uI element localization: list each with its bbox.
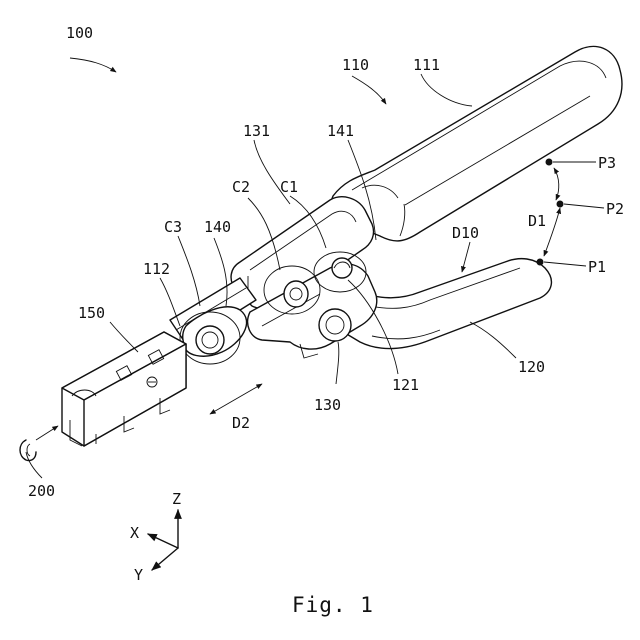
point-p1 [537,259,544,266]
label-200: 200 [28,482,55,500]
label-d10: D10 [452,224,479,242]
label-100: 100 [66,24,93,42]
label-c1: C1 [280,178,298,196]
arrow-110 [352,76,386,104]
pin-141 [332,258,352,278]
figure-caption: Fig. 1 [292,593,374,617]
label-130: 130 [314,396,341,414]
label-c3: C3 [164,218,182,236]
label-c2: C2 [232,178,250,196]
arrow-d1-upper [554,168,559,200]
label-110: 110 [342,56,369,74]
head-150 [62,332,186,446]
label-150: 150 [78,304,105,322]
axis-label-z: Z [172,490,181,508]
axis-label-y: Y [134,566,143,584]
label-112: 112 [143,260,170,278]
pin-130 [319,309,351,341]
axis-label-x: X [130,524,139,542]
arrow-ring-to-head [36,426,58,440]
label-120: 120 [518,358,545,376]
point-p2 [557,201,564,208]
arrow-d1-lower [544,208,560,256]
label-d2: D2 [232,414,250,432]
point-p3 [546,159,553,166]
label-p3: P3 [598,154,616,172]
label-140: 140 [204,218,231,236]
label-p2: P2 [606,200,624,218]
pin-140 [196,326,224,354]
label-141: 141 [327,122,354,140]
label-111: 111 [413,56,440,74]
arrow-d10 [462,242,470,272]
coordinate-axes [148,510,178,570]
pin-c2 [284,281,308,307]
label-d1: D1 [528,212,546,230]
arrow-100 [70,58,116,72]
upper-handle [331,46,622,241]
label-121: 121 [392,376,419,394]
label-p1: P1 [588,258,606,276]
arrow-d2 [210,384,262,414]
label-131: 131 [243,122,270,140]
